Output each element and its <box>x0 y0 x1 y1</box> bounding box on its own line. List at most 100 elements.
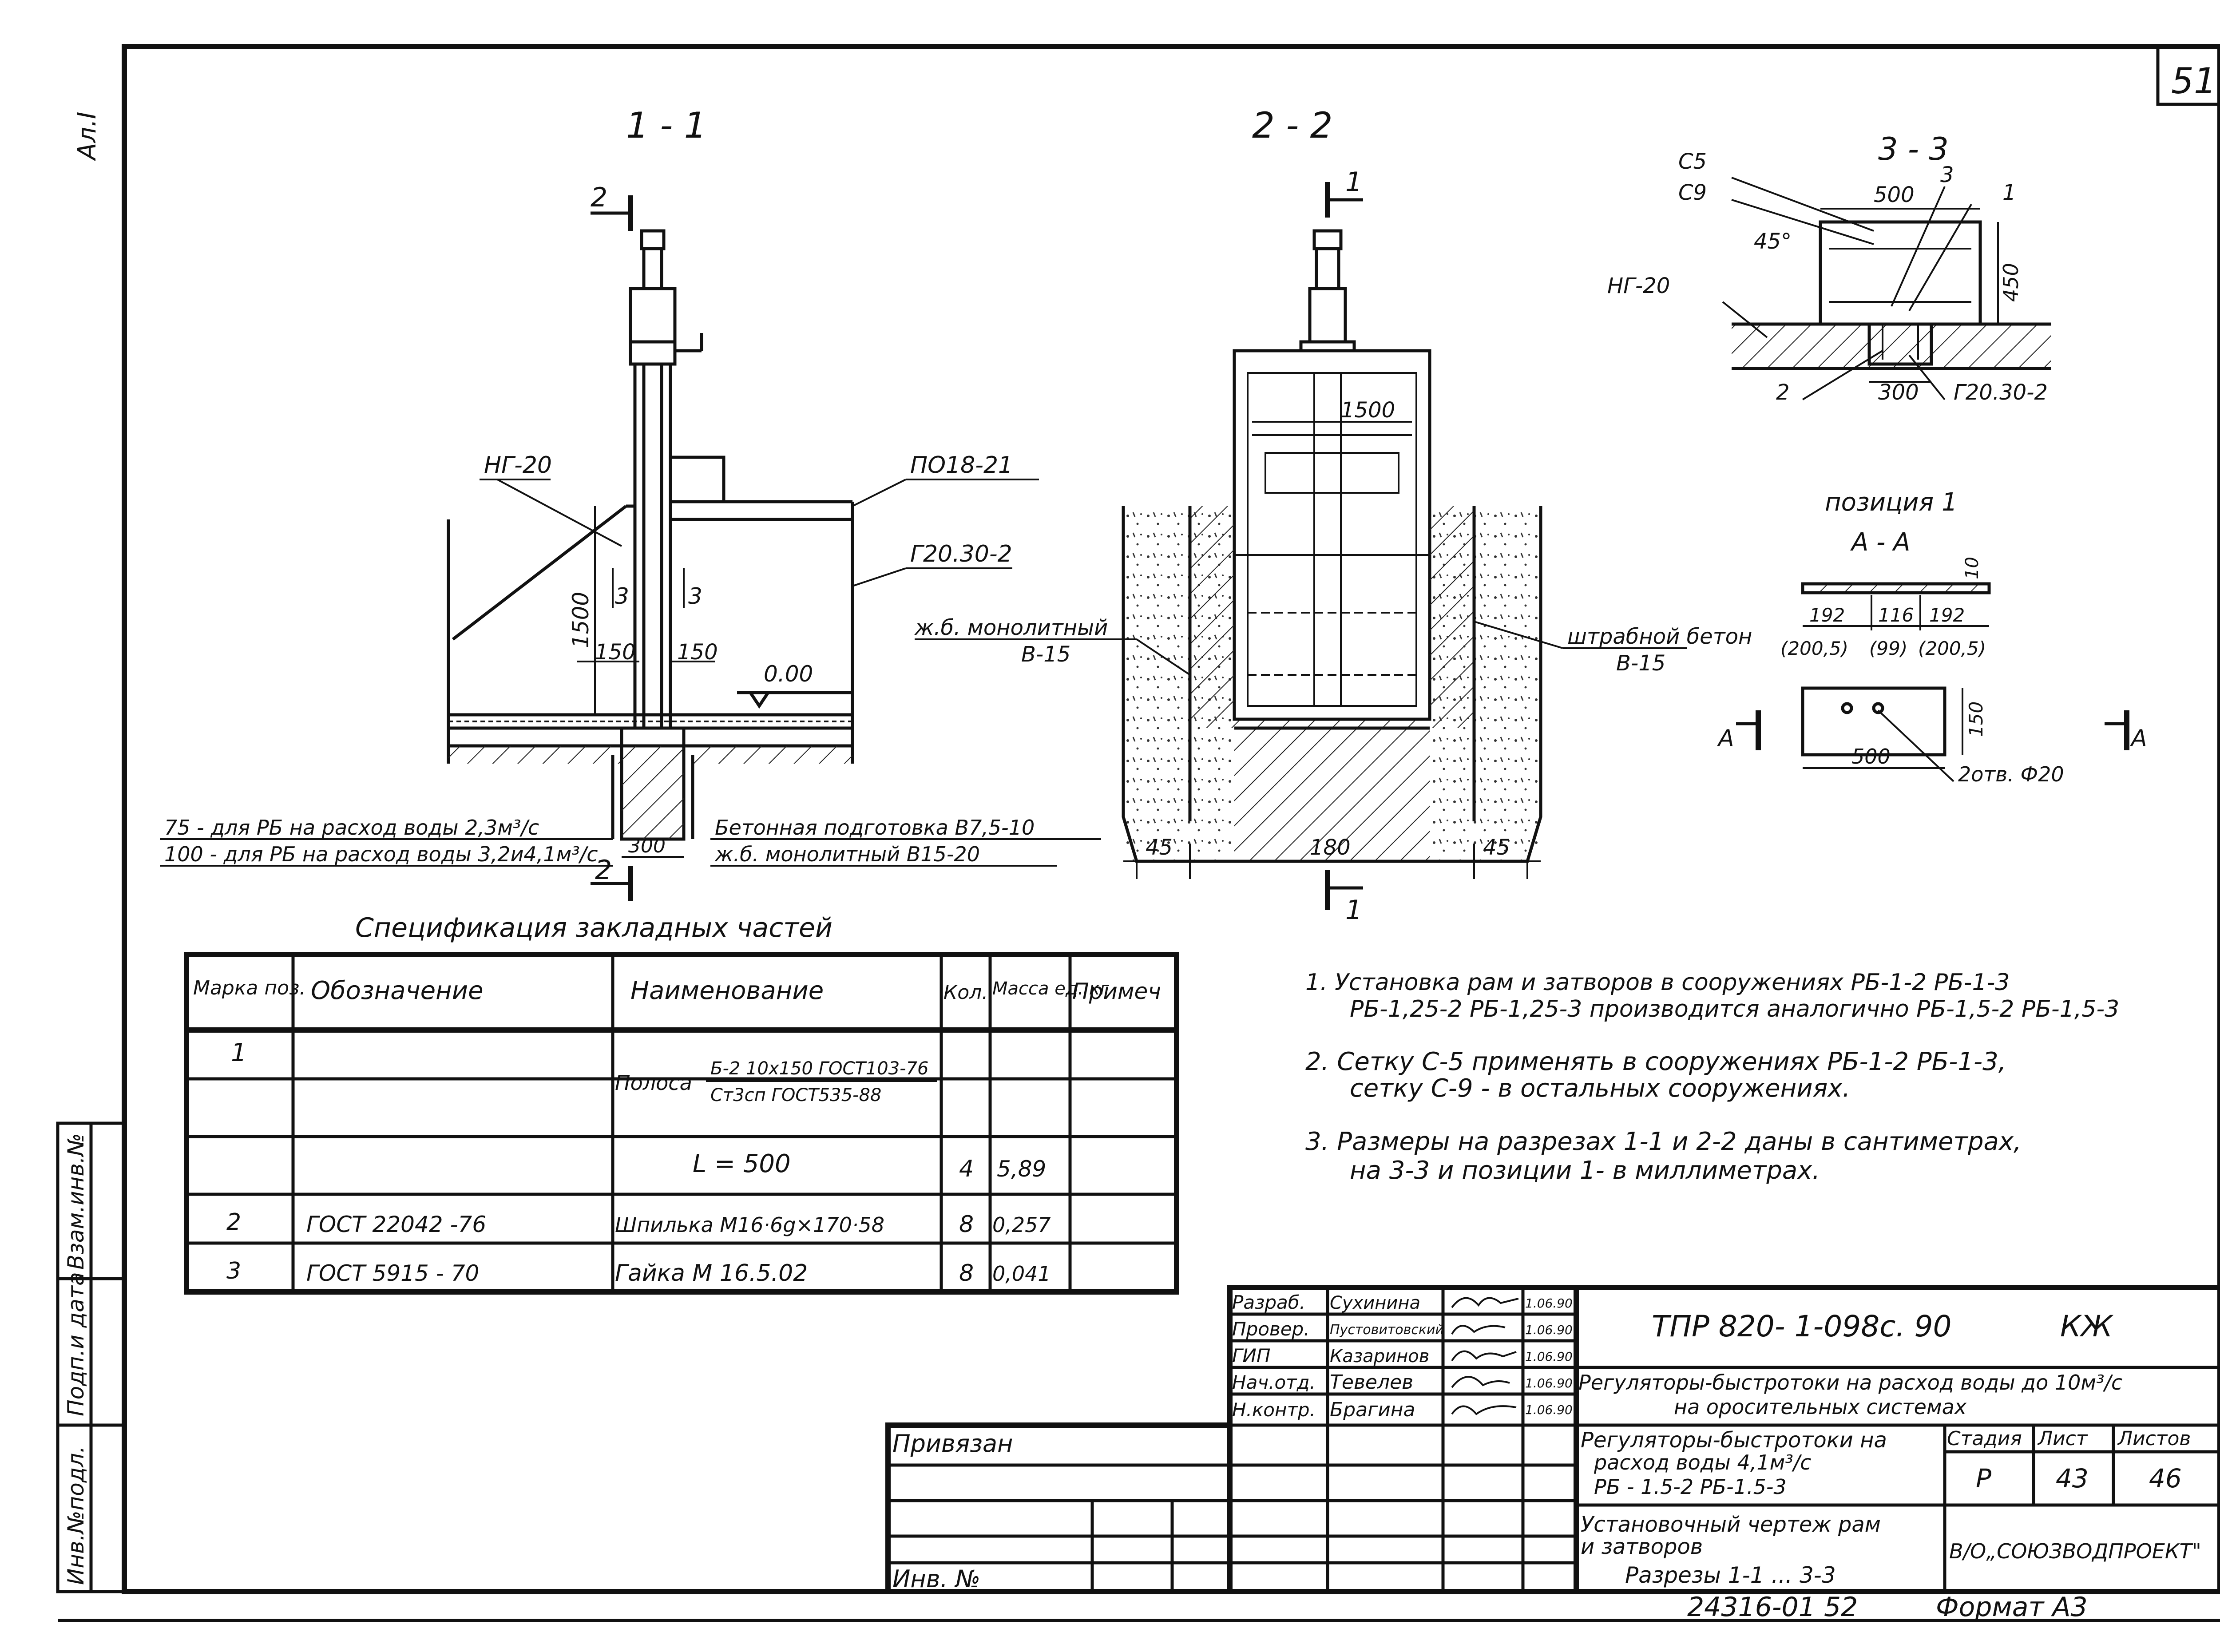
name-nach-otd: Тевелев <box>1330 1371 1413 1394</box>
date-1: 1.06.90 <box>1525 1296 1573 1311</box>
privyazan: Привязан <box>892 1430 1013 1458</box>
cut-mark-1-bottom: 1 <box>1345 895 1362 926</box>
tb-code: ТПР 820- 1-098с. 90 <box>1652 1309 1952 1343</box>
spec-row1-pos: 1 <box>231 1038 247 1067</box>
spec-row2-mass: 5,89 <box>997 1156 1046 1182</box>
label-shtrab-class: В-15 <box>1616 651 1665 676</box>
spec-row1-name-top: Б-2 10х150 ГОСТ103-76 <box>710 1058 928 1079</box>
format-label: Формат А3 <box>1936 1592 2088 1623</box>
spec-header-name: Наименование <box>630 976 824 1005</box>
pos1-dim-192a: 192 <box>1809 604 1845 626</box>
tb-drawing-2: и затворов <box>1581 1534 1703 1559</box>
label-monolit: ж.б. монолитный <box>914 615 1108 640</box>
note-1a: 1. Установка рам и затворов в сооружения… <box>1305 969 2010 996</box>
role-razrab: Разраб. <box>1232 1291 1305 1313</box>
date-5: 1.06.90 <box>1525 1402 1573 1417</box>
section-2-2: 2 - 2 1 1 <box>914 105 1752 926</box>
dim-450: 450 <box>1999 263 2023 302</box>
spec-row3-pos: 2 <box>226 1209 241 1236</box>
section-3-3-title: 3 - 3 <box>1878 131 1949 167</box>
date-2: 1.06.90 <box>1525 1323 1573 1337</box>
spec-header-designation: Обозначение <box>311 976 484 1005</box>
label-ng20-3: НГ-20 <box>1607 273 1670 298</box>
spec-row2-name: L = 500 <box>693 1149 791 1178</box>
cut-mark-2-top: 2 <box>591 182 607 213</box>
dim-300-3: 300 <box>1878 380 1919 405</box>
label-pos1: 1 <box>2002 180 2016 205</box>
spec-row2-qty: 4 <box>959 1156 974 1182</box>
section-3-3: 3 - 3 С5 С9 45° 500 450 НГ-20 3 1 2 300 … <box>1607 131 2051 405</box>
label-c5: С5 <box>1678 149 1707 174</box>
note-betprep: Бетонная подготовка В7,5-10 <box>715 816 1035 840</box>
note-2a: 2. Сетку С-5 применять в сооружениях РБ-… <box>1305 1047 2006 1076</box>
label-ng20: НГ-20 <box>484 452 552 479</box>
tb-drawing-1: Установочный чертеж рам <box>1581 1512 1881 1537</box>
dim-45-left: 45 <box>1146 835 1173 860</box>
dim-1500: 1500 <box>568 592 594 648</box>
dim-180: 180 <box>1310 835 1351 860</box>
role-n-kontr: Н.контр. <box>1232 1399 1316 1421</box>
pos1-cut-a-right: А <box>2130 725 2147 752</box>
dim-300: 300 <box>628 835 666 857</box>
date-3: 1.06.90 <box>1525 1349 1573 1364</box>
note-3a: 3. Размеры на разрезах 1-1 и 2-2 даны в … <box>1305 1127 2022 1156</box>
name-n-kontr: Брагина <box>1330 1398 1415 1421</box>
name-prover: Пустовитовский <box>1330 1322 1444 1338</box>
title-block: Привязан Инв. № Разраб. Провер. ГИП Нач.… <box>885 1285 2220 1594</box>
tb-project-title2: на оросительных системах <box>1674 1395 1967 1419</box>
note-75: 75 - для РБ на расход воды 2,3м³/с <box>164 816 539 840</box>
pos1-dim-116: 116 <box>1878 604 1914 626</box>
stamp-podp-data: Подп.и дата <box>63 1272 89 1416</box>
tb-subject-3: РБ - 1.5-2 РБ-1.5-3 <box>1594 1475 1787 1499</box>
spec-row3-mass: 0,257 <box>992 1213 1051 1237</box>
spec-row4-qty: 8 <box>959 1260 974 1287</box>
inv-number: Инв. № <box>892 1565 980 1593</box>
label-c9: С9 <box>1678 180 1707 205</box>
spec-row3-qty: 8 <box>959 1211 974 1238</box>
tb-sheets: 46 <box>2149 1463 2182 1494</box>
spec-header-mark: Марка поз. <box>193 977 305 999</box>
spec-header-note: Примеч <box>1072 979 1161 1004</box>
label-pos2: 2 <box>1776 380 1790 405</box>
note-1b: РБ-1,25-2 РБ-1,25-3 производится аналоги… <box>1350 996 2119 1022</box>
corner-label: Ал.I <box>73 112 102 161</box>
pos1-dim-192b: 192 <box>1929 604 1965 626</box>
name-gip: Казаринов <box>1330 1346 1429 1367</box>
tb-stage-label: Стадия <box>1947 1427 2022 1450</box>
role-nach-otd: Нач.отд. <box>1232 1371 1316 1393</box>
tb-drawing-3: Разрезы 1-1 ... 3-3 <box>1625 1562 1836 1588</box>
tb-org: В/О„СОЮЗВОДПРОЕКТ" <box>1949 1539 2201 1563</box>
label-monolit-class: В-15 <box>1021 642 1070 667</box>
spec-row1-name-prefix: Полоса <box>615 1071 692 1095</box>
date-4: 1.06.90 <box>1525 1376 1573 1391</box>
notes: 1. Установка рам и затворов в сооружения… <box>1305 969 2119 1185</box>
tb-subject-1: Регуляторы-быстротоки на <box>1581 1428 1887 1453</box>
tb-sheet: 43 <box>2056 1463 2089 1494</box>
note-100: 100 - для РБ на расход воды 3,2и4,1м³/с <box>164 842 598 866</box>
spec-row3-designation: ГОСТ 22042 -76 <box>306 1212 486 1237</box>
label-g20: Г20.30-2 <box>910 541 1012 567</box>
spec-table: Спецификация закладных частей Марка поз.… <box>184 912 1179 1295</box>
cut-mark-3-left: 3 <box>615 583 629 609</box>
signature-2 <box>1451 1325 1506 1335</box>
sheet-number: 51 <box>2171 60 2216 102</box>
pos1-dim-200b: (200,5) <box>1918 638 1986 659</box>
label-po18: ПО18-21 <box>910 452 1013 479</box>
spec-row4-name: Гайка М 16.5.02 <box>615 1260 808 1287</box>
role-prover: Провер. <box>1232 1318 1310 1340</box>
cut-mark-2-bottom: 2 <box>595 855 612 886</box>
dim-1500-top: 1500 <box>1341 398 1395 423</box>
position-1: позиция 1 А - А 192 116 192 (200,5) (99)… <box>1717 488 2147 786</box>
note-3b: на 3-3 и позиции 1- в миллиметрах. <box>1350 1156 1820 1185</box>
tb-sheet-label: Лист <box>2037 1427 2088 1450</box>
spec-row4-mass: 0,041 <box>992 1262 1051 1286</box>
role-gip: ГИП <box>1232 1345 1270 1367</box>
bottom-code: 24316-01 52 <box>1687 1592 1858 1623</box>
signature-3 <box>1451 1350 1517 1362</box>
section-1-1-title: 1 - 1 <box>626 105 707 146</box>
label-45deg: 45° <box>1754 229 1792 254</box>
signature-1 <box>1451 1297 1519 1308</box>
pos1-w500: 500 <box>1851 745 1891 769</box>
spec-row4-pos: 3 <box>226 1258 241 1284</box>
stamp-inv-podl: Инв.№подл. <box>63 1446 89 1585</box>
